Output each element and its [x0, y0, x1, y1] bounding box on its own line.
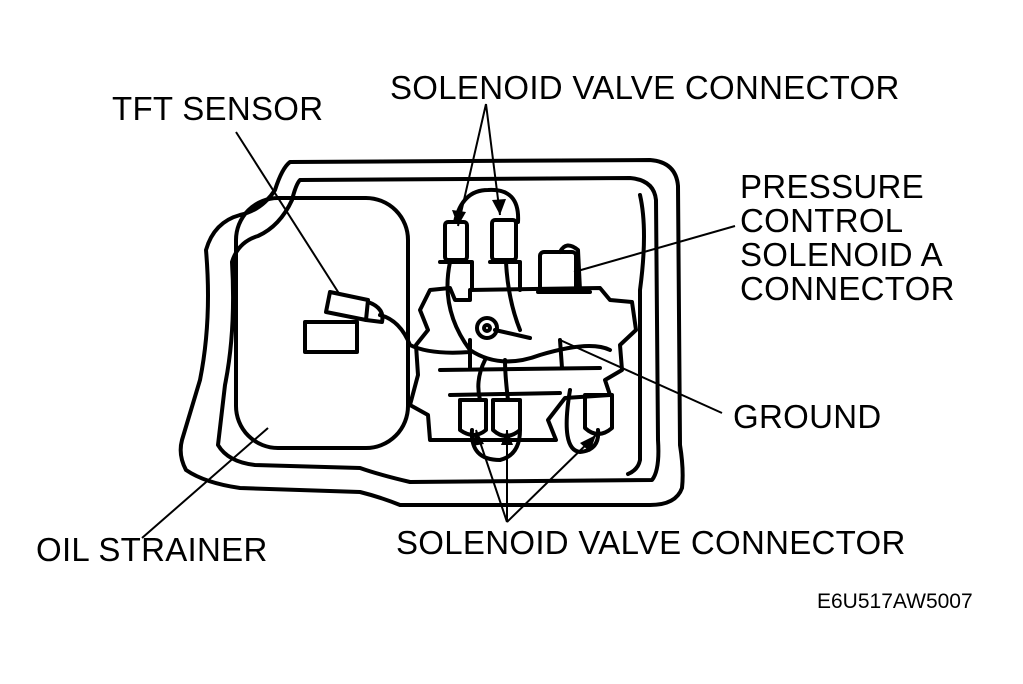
oil-strainer-label: OIL STRAINER — [36, 531, 268, 568]
oil-pan-inner-step — [626, 193, 646, 476]
figure-code: E6U517AW5007 — [817, 590, 973, 613]
solenoid-connector-top-1 — [443, 220, 469, 262]
arrowhead-solenoid-bottom-2 — [501, 430, 513, 445]
leader-solenoid-bottom — [475, 429, 597, 523]
bottom-connector-wires — [469, 358, 601, 462]
solenoid-valve-connector-top-label: SOLENOID VALVE CONNECTOR — [390, 69, 900, 106]
arrowhead-solenoid-top-1 — [452, 210, 466, 226]
oil-pan-inner-rim — [216, 176, 661, 484]
valve-body — [408, 286, 638, 442]
arrowhead-solenoid-top-2 — [492, 199, 506, 215]
ground-bolt-center — [482, 323, 492, 333]
solenoid-connector-top-2 — [490, 218, 518, 262]
arrowhead-solenoid-bottom-3 — [580, 435, 596, 452]
valve-body-detail — [438, 338, 602, 397]
leader-solenoid-top — [457, 103, 501, 227]
tft-sensor-body — [324, 290, 370, 322]
leader-pressure-control — [573, 225, 736, 273]
oil-pan-outer-flange — [178, 158, 685, 507]
tft-sensor-label: TFT SENSOR — [112, 90, 324, 127]
tft-sensor-block — [303, 320, 359, 354]
ground-bolt — [475, 316, 499, 340]
tft-sensor-tip — [364, 300, 385, 324]
ground-label: GROUND — [733, 398, 882, 435]
leader-tft-sensor — [235, 131, 341, 296]
ground-strap — [493, 328, 532, 340]
pressure-control-solenoid-connector — [538, 250, 578, 294]
oil-strainer-body — [234, 196, 410, 450]
wire-harness — [378, 187, 612, 364]
pressure-control-solenoid-a-connector-label: PRESSURE CONTROL SOLENOID A CONNECTOR — [740, 168, 955, 307]
leader-oil-strainer — [141, 427, 269, 539]
leader-ground — [559, 339, 723, 414]
solenoid-valve-connector-bottom-label: SOLENOID VALVE CONNECTOR — [396, 524, 906, 561]
arrowhead-solenoid-bottom-1 — [472, 430, 484, 446]
